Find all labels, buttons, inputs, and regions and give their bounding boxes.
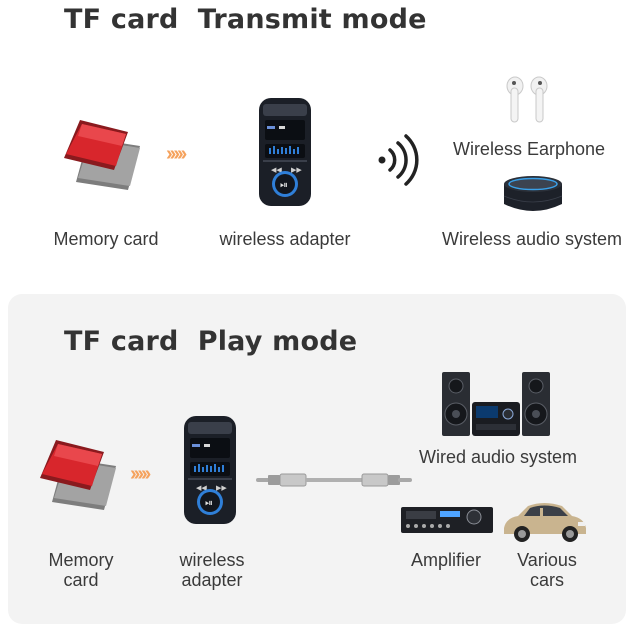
various-cars-label: Various cars [504, 550, 590, 590]
svg-text:⏯: ⏯ [205, 498, 213, 509]
amplifier-icon [400, 505, 494, 535]
car-icon [500, 496, 588, 544]
memory-card-label-line2: card [63, 570, 99, 590]
various-cars-label-line2: cars [529, 570, 564, 590]
amplifier-label: Amplifier [410, 550, 481, 570]
svg-text:◀◀: ◀◀ [271, 166, 282, 174]
wireless-adapter-label: wireless adapter [160, 550, 264, 590]
wireless-signal-icon [374, 134, 420, 186]
wireless-adapter-label-line1: wireless [179, 550, 245, 570]
arrow-right-icon: ››››› [130, 463, 151, 485]
memory-card-icon [60, 118, 146, 192]
wireless-adapter-icon: ◀◀ ▶▶ ⏯ [182, 414, 238, 526]
arrow-right-icon: ››››› [166, 143, 187, 165]
earphone-icon [504, 74, 550, 128]
transmit-mode-title: TF card Transmit mode [64, 4, 427, 35]
wireless-adapter-label-line2: adapter [181, 570, 243, 590]
speaker-system-icon [438, 370, 554, 440]
memory-card-label: Memory card [36, 550, 126, 590]
aux-cable-icon [256, 470, 412, 490]
svg-text:◀◀: ◀◀ [196, 484, 207, 492]
wireless-adapter-label: wireless adapter [219, 229, 351, 249]
play-mode-panel [8, 294, 626, 624]
various-cars-label-line1: Various [517, 550, 577, 570]
wireless-audio-system-label: Wireless audio system [441, 229, 623, 249]
svg-text:⏯: ⏯ [280, 180, 288, 191]
wireless-earphone-label: Wireless Earphone [452, 139, 606, 159]
svg-text:▶▶: ▶▶ [216, 484, 227, 492]
wireless-adapter-icon: ◀◀ ▶▶ ⏯ [257, 96, 313, 208]
memory-card-label: Memory card [53, 229, 159, 249]
svg-text:▶▶: ▶▶ [291, 166, 302, 174]
wired-audio-system-label: Wired audio system [418, 447, 578, 467]
smart-speaker-icon [500, 174, 566, 216]
play-mode-title: TF card Play mode [64, 326, 358, 357]
memory-card-icon [36, 438, 122, 512]
memory-card-label-line1: Memory [48, 550, 114, 570]
